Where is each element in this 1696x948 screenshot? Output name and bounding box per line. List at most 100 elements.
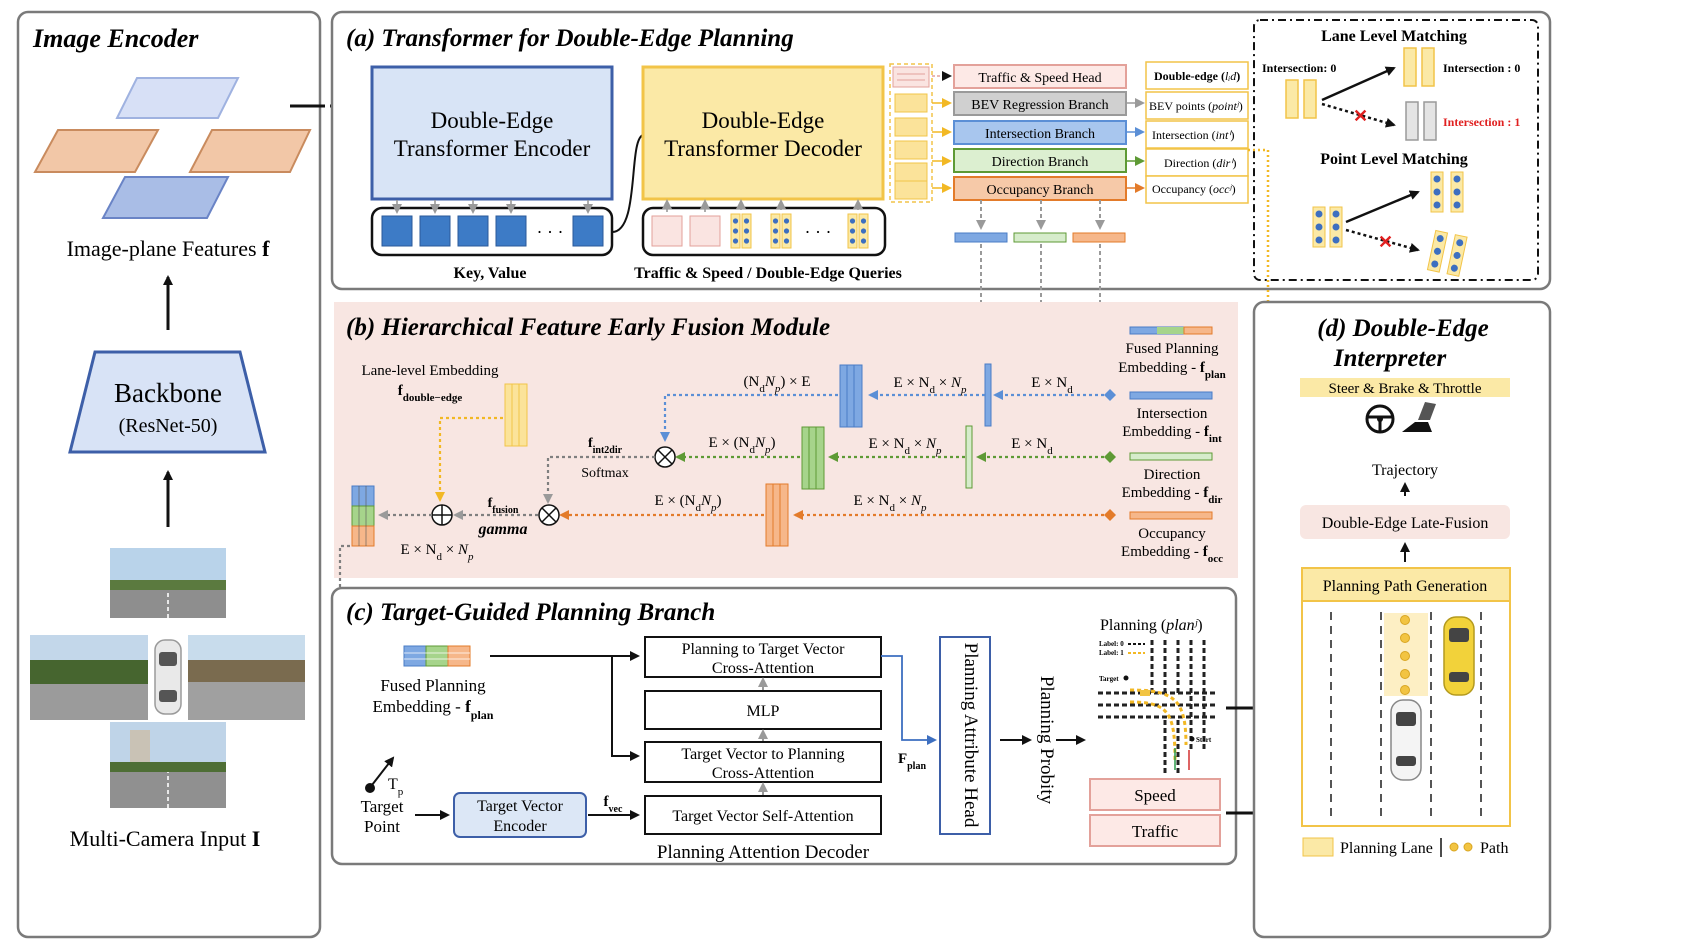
point-stack-icon [1312,206,1343,248]
backbone-sub: (ResNet-50) [119,415,218,437]
svg-text:Start: Start [1196,736,1212,744]
dir-emb-label-2: Embedding - fdir [1122,485,1223,506]
planning-probity-label: Planning Probity [1036,676,1057,805]
direction-branch-label: Direction Branch [992,155,1089,170]
path-gen-label: Planning Path Generation [1323,578,1487,595]
f-fusion-label: ffusion [488,496,519,516]
multiply-icon [538,504,560,526]
legend-path-dot [1449,842,1459,852]
point-stack-icon [1430,171,1464,213]
intersection-0-left: Intersection: 0 [1262,61,1336,75]
controls-banner [1300,378,1510,397]
fused-plan-label-1: Fused Planning [1126,341,1219,357]
yellow-car-icon [1443,616,1475,696]
int-emb-label-2: Embedding - fint [1122,424,1222,445]
intersection-branch-label: Intersection Branch [985,127,1095,142]
occ-emb-strip [1129,511,1213,520]
softmax-label: Softmax [581,466,628,481]
intersection-1-right: Intersection : 1 [1443,115,1520,129]
encoder-label-1: Double-Edge [431,108,554,133]
matching-panel [1253,19,1539,281]
attribute-head-label: Planning Attribute Head [960,643,981,828]
multi-camera-input-label: Multi-Camera Input I [70,826,261,851]
decoder-label-1: Double-Edge [702,108,825,133]
ego-car-icon [148,635,188,720]
ca1-label-1: Planning to Target Vector [682,641,846,658]
point-matching-title: Point Level Matching [1320,151,1468,168]
legend-lane-swatch [1302,837,1334,857]
camera-right [188,635,305,720]
fused-plan-c-label-2: Embedding - fplan [373,697,494,722]
target-label-2: Point [364,817,400,836]
tve-label-1: Target Vector [477,798,563,815]
intersection-0-right: Intersection : 0 [1443,61,1520,75]
panel-b-title: (b) Hierarchical Feature Early Fusion Mo… [346,314,830,341]
encoder-label-2: Transformer Encoder [394,136,591,161]
orange-dim-2: E × (NdNp) [655,493,722,514]
output-intersection: Intersection (intⁱ) [1152,128,1234,142]
lane-matching-title: Lane Level Matching [1321,28,1467,45]
queries-label: Traffic & Speed / Double-Edge Queries [634,265,902,282]
key-value-label: Key, Value [454,265,527,282]
ca2-label-1: Target Vector to Planning [681,746,844,763]
panel-d-title-1: (d) Double-Edge [1317,315,1489,342]
speed-box [1089,778,1221,811]
double-edge-query-icon [770,213,792,249]
blue-dim-3: (NdNp) × E [744,374,811,395]
legend-path-dot [1463,842,1473,852]
pedal-icon [1402,402,1436,432]
feature-plane-icon [115,77,240,119]
output-occupancy: Occupancy (occʲ) [1152,182,1236,196]
panel-c-title: (c) Target-Guided Planning Branch [346,599,715,626]
svg-text:Target: Target [1099,675,1119,683]
mlp-label: MLP [747,703,780,720]
lane-emb-label-2: fdouble−edge [398,383,463,404]
double-edge-query-icon [847,213,869,249]
tve-label-2: Encoder [493,818,547,835]
int-emb-strip [1129,391,1213,400]
svg-text:Label: 1: Label: 1 [1099,649,1124,657]
output-bev-points: BEV points (pointʲ) [1149,99,1243,113]
target-label-1: Target [361,797,404,816]
traffic-label: Traffic [1132,822,1179,841]
occ-emb-label-2: Embedding - focc [1121,544,1223,565]
steering-wheel-icon [1365,404,1395,434]
legend-path-label: Path [1480,840,1508,857]
panel-d-title-2: Interpreter [1333,345,1447,372]
green-dim-3: E × (NdNp) [709,435,776,456]
white-car-icon [1390,699,1422,781]
backbone-label: Backbone [114,378,222,408]
traffic-speed-head [953,64,1127,89]
camera-rear [110,722,226,808]
fused-plan-c-label-1: Fused Planning [380,676,486,695]
backbone-block [68,350,267,454]
camera-left [30,635,148,720]
svg-text:Label: 0: Label: 0 [1099,640,1124,648]
fused-output-dim: E × Nd × Np [401,542,474,563]
dir-embedding-strip [1013,232,1067,243]
occ-embedding-strip [1072,232,1126,243]
target-vector-encoder [453,792,587,838]
feature-plane-icon [188,129,312,173]
int-emb-label-1: Intersection [1137,406,1208,422]
decoder-label-2: Transformer Decoder [664,136,862,161]
traffic-box [1089,814,1221,847]
double-edge-decoder [641,65,885,201]
image-encoder-title: Image Encoder [32,24,199,53]
f-vec-label: fvec [604,794,623,815]
traffic-speed-head-label: Traffic & Speed Head [978,71,1101,86]
ca2-label-2: Cross-Attention [712,765,814,782]
planning-map: Label: 0 Label: 1 Target Start [1098,640,1215,775]
double-edge-encoder [370,65,614,201]
feature-plane-icon [33,129,160,173]
late-fusion-box [1300,505,1510,539]
blue-dim-1: E × Nd [1031,375,1073,396]
target-vector-sa [644,795,882,835]
green-dim-2: E × Nd × Np [869,436,942,457]
speed-label: Speed [1134,786,1176,805]
orange-tensor-icon [765,483,789,547]
planning-label: Planning (planʲ) [1100,617,1203,634]
occupancy-branch-label: Occupancy Branch [987,183,1094,198]
int-embedding-strip [954,232,1008,243]
target-point-icon [365,783,375,793]
